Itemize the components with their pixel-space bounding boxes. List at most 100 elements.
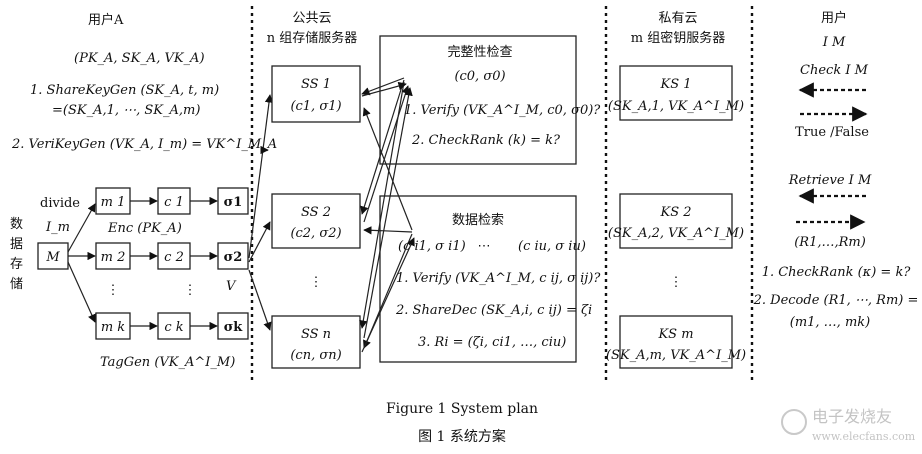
watermark-icon: [781, 409, 807, 435]
key-server-ksm: [619, 315, 733, 369]
arrow-to-ss1: [248, 94, 274, 259]
share-keygen-line-1: 1. ShareKeyGen (SK_A, t, m): [30, 83, 219, 98]
ksm-name: KS m: [657, 327, 693, 342]
block-m1-label: m 1: [101, 195, 126, 210]
message-m-label: M: [45, 250, 60, 265]
checkrank-label: 1. CheckRank (κ) = k?: [762, 265, 912, 280]
ss1-name: SS 1: [301, 77, 331, 92]
retrieval-title: 数据检索: [452, 213, 504, 228]
storage-label-char-1: 数: [10, 217, 23, 232]
ks2-name: KS 2: [659, 205, 691, 220]
decode-line-1: 2. Decode (R1, ⋯, Rm) =: [753, 293, 919, 308]
private-cloud-dots: ⋮: [670, 275, 683, 290]
arrow-u-to-ss1: [362, 107, 413, 231]
watermark-cn: 电子发烧友: [812, 407, 892, 426]
block-m2-box: [95, 242, 131, 270]
retrieval-pair-2: (c iu, σ iu): [518, 239, 586, 254]
arrow-m-to-m1: [67, 203, 96, 253]
tag-sigmak-box: [217, 312, 249, 340]
tag-sigma1-label: σ1: [224, 195, 243, 210]
user-title: 用户: [821, 10, 847, 26]
retrieve-label: Retrieve I M: [788, 173, 872, 188]
im-label: I_m: [45, 220, 70, 235]
decode-line-2: (m1, …, mk): [790, 315, 870, 330]
block-mk-label: m k: [101, 320, 125, 335]
v-label: V: [226, 279, 237, 294]
block-m2-label: m 2: [101, 250, 126, 265]
storage-label-char-2: 据: [10, 237, 23, 252]
data-retrieval-box: [379, 195, 577, 363]
integrity-title: 完整性检查: [447, 45, 512, 60]
ss2-name: SS 2: [301, 205, 331, 220]
public-cloud-subtitle: n 组存储服务器: [267, 30, 358, 46]
public-cloud-dots: ⋮: [310, 275, 323, 290]
cipher-ck-label: c k: [164, 320, 183, 335]
user-a-dots-m: ⋮: [107, 283, 120, 298]
arrow-m-to-mk: [67, 261, 96, 323]
integrity-pair: (c0, σ0): [454, 69, 505, 84]
arrow-ssn-to-w: [363, 87, 413, 339]
integrity-checkrank: 2. CheckRank (k) = k?: [411, 133, 561, 148]
veri-keygen-line: 2. VeriKeyGen (VK_A, I_m) = VK^I_M_A: [11, 137, 277, 152]
user-a-title: 用户A: [88, 12, 124, 28]
share-keygen-line-2: =(SK_A,1, ⋯, SK_A,m): [52, 103, 200, 118]
ssn-content: (cn, σn): [290, 348, 341, 363]
storage-server-ssn: [271, 315, 361, 369]
tag-sigma1-box: [217, 187, 249, 215]
arrow-ssn-to-u: [361, 237, 415, 353]
arrow-to-ssn: [248, 269, 272, 331]
retrieval-pair-1: (c i1, σ i1): [398, 239, 466, 254]
user-a-keys: (PK_A, SK_A, VK_A): [74, 51, 205, 66]
ks1-name: KS 1: [659, 77, 691, 92]
cipher-c2-label: c 2: [164, 250, 184, 265]
private-cloud-title: 私有云: [658, 11, 697, 26]
cipher-c1-box: [157, 187, 191, 215]
retrieval-ellipsis: ⋯: [478, 239, 491, 254]
divide-label: divide: [40, 196, 80, 211]
cipher-c1-label: c 1: [164, 195, 184, 210]
ss2-content: (c2, σ2): [290, 226, 341, 241]
private-cloud-subtitle: m 组密钥服务器: [631, 30, 725, 46]
tag-sigma2-label: σ2: [224, 250, 243, 265]
arrow-w-to-ssn: [359, 81, 405, 329]
public-cloud-title: 公共云: [292, 11, 331, 26]
ksm-content: (SK_A,m, VK_A^I_M): [606, 348, 746, 363]
storage-server-ss2: [271, 193, 361, 249]
ss1-content: (c1, σ1): [290, 99, 341, 114]
arrow-ss2-to-w: [363, 85, 410, 223]
storage-server-ss1: [271, 65, 361, 123]
storage-label-char-4: 储: [10, 277, 23, 292]
user-a-dots-sigma: ⋮: [184, 283, 197, 298]
tag-sigma2-box: [217, 242, 249, 270]
ks1-content: (SK_A,1, VK_A^I_M): [608, 99, 744, 114]
taggen-label: TagGen (VK_A^I_M): [100, 355, 235, 370]
r-vector-label: (R1,…,Rm): [794, 235, 866, 250]
caption-en: Figure 1 System plan: [386, 401, 538, 417]
block-m1-box: [95, 187, 131, 215]
key-server-ks2: [619, 193, 733, 249]
retrieval-r: 3. Ri = (ζi, ci1, …, ciu): [418, 335, 566, 350]
enc-label: Enc (PK_A): [107, 221, 182, 236]
integrity-verify: 1. Verify (VK_A^I_M, c0, σ0)?: [404, 103, 601, 118]
caption-zh: 图 1 系统方案: [418, 428, 506, 445]
storage-label-char-3: 存: [10, 257, 23, 272]
arrow-w-to-ss2: [360, 79, 405, 215]
retrieval-sharedec: 2. ShareDec (SK_A,i, c ij) = ζi: [395, 303, 592, 318]
watermark-url: www.elecfans.com: [812, 430, 916, 443]
key-server-ks1: [619, 65, 733, 121]
user-im: I M: [822, 35, 846, 50]
integrity-check-box: [379, 35, 577, 165]
check-label: Check I M: [800, 63, 869, 78]
ssn-name: SS n: [301, 327, 331, 342]
arrow-u-to-ss2: [363, 226, 413, 235]
true-false-label: True /False: [795, 125, 869, 140]
arrow-to-ss2: [248, 221, 271, 263]
retrieval-verify: 1. Verify (VK_A^I_M, c ij, σ ij)?: [396, 271, 601, 286]
cipher-ck-box: [157, 312, 191, 340]
tag-sigmak-label: σk: [224, 320, 244, 335]
watermark-logo: 电子发烧友 www.elecfans.com: [781, 407, 916, 443]
ks2-content: (SK_A,2, VK_A^I_M): [608, 226, 744, 241]
message-m-box: [37, 242, 69, 270]
arrow-ss1-to-w: [361, 81, 407, 97]
